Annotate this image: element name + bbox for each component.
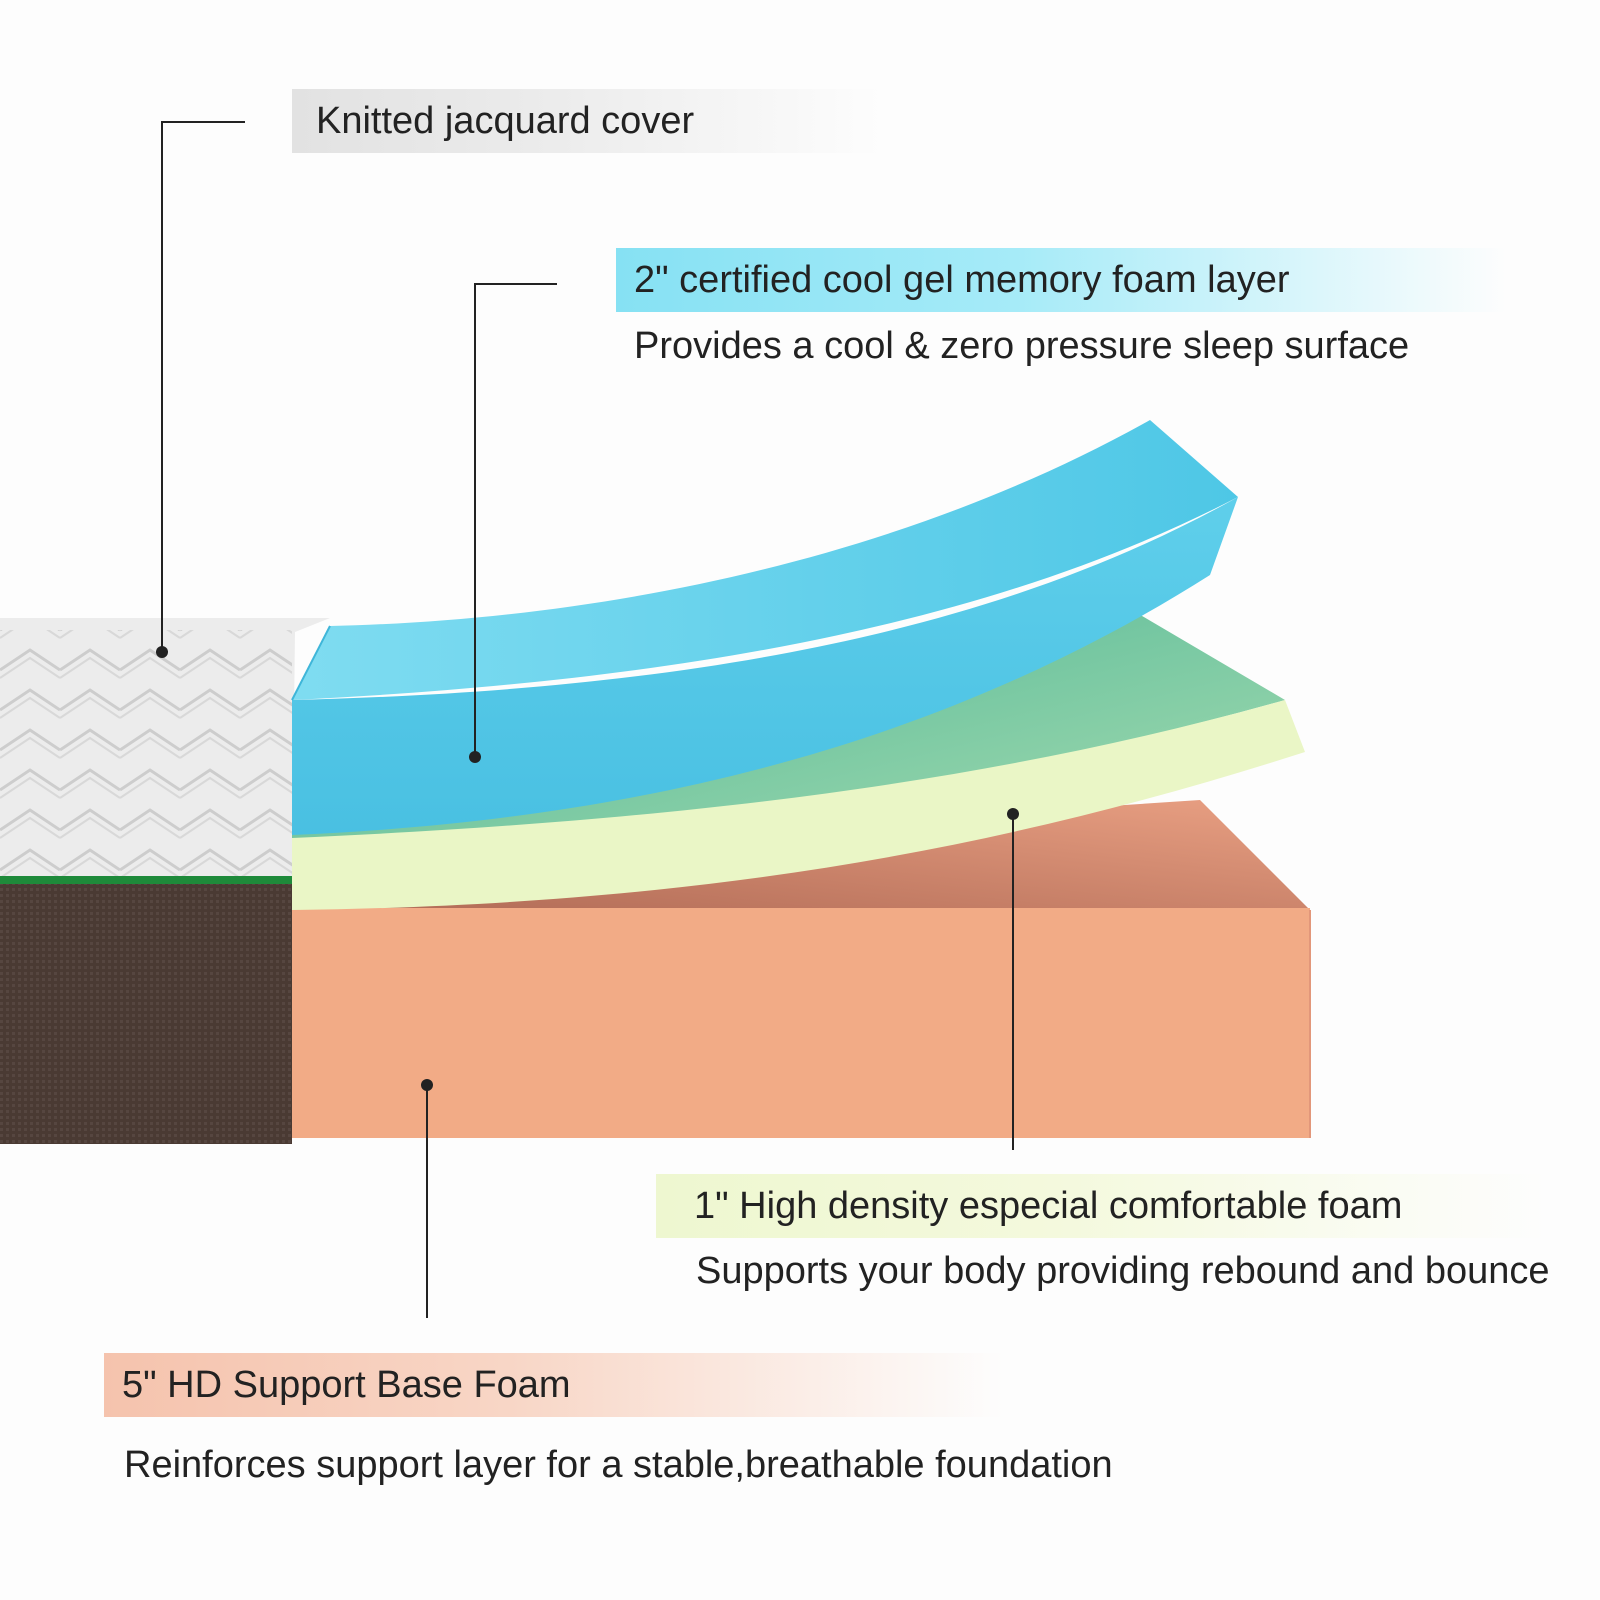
gel-layer-description: Provides a cool & zero pressure sleep su…: [634, 325, 1410, 367]
callout-cover: [156, 121, 245, 658]
gel-layer-title: 2" certified cool gel memory foam layer: [616, 248, 1506, 312]
base-layer-description: Reinforces support layer for a stable,br…: [124, 1444, 1113, 1486]
callout-gel: [469, 283, 557, 763]
callout-base: [421, 1079, 433, 1318]
mattress-cover-section: [0, 618, 330, 1144]
callout-comfort: [1007, 808, 1019, 1150]
cover-title: Knitted jacquard cover: [292, 89, 882, 153]
comfort-layer-title: 1" High density especial comfortable foa…: [656, 1174, 1546, 1238]
cover-green-band: [0, 876, 292, 884]
comfort-layer-description: Supports your body providing rebound and…: [696, 1250, 1550, 1292]
gel-foam-layer: [291, 420, 1238, 835]
side-fabric: [0, 884, 292, 1144]
base-layer-title: 5" HD Support Base Foam: [104, 1353, 1004, 1417]
